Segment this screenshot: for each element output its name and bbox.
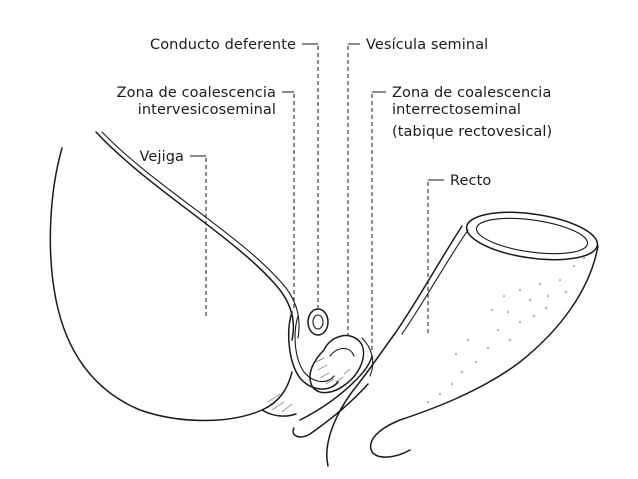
label-zona-interrectoseminal-1: Zona de coalescencia <box>392 85 551 101</box>
seminal-region-drawing <box>267 308 374 438</box>
label-recto: Recto <box>450 173 491 189</box>
label-vejiga: Vejiga <box>140 149 184 165</box>
label-zona-interrectoseminal-2: interrectoseminal <box>392 102 521 118</box>
label-conducto-deferente: Conducto deferente <box>150 37 296 53</box>
leader-lines <box>190 43 444 350</box>
label-zona-intervesicoseminal-1: Zona de coalescencia <box>117 85 276 101</box>
bladder-drawing <box>49 131 300 422</box>
label-vesicula-seminal: Vesícula seminal <box>366 37 488 53</box>
label-zona-intervesicoseminal-2: intervesicoseminal <box>138 102 276 118</box>
rectum-drawing <box>326 211 599 467</box>
labels: Conducto deferente Vesícula seminal Zona… <box>117 37 553 189</box>
label-zona-interrectoseminal-3: (tabique rectovesical) <box>392 124 552 140</box>
